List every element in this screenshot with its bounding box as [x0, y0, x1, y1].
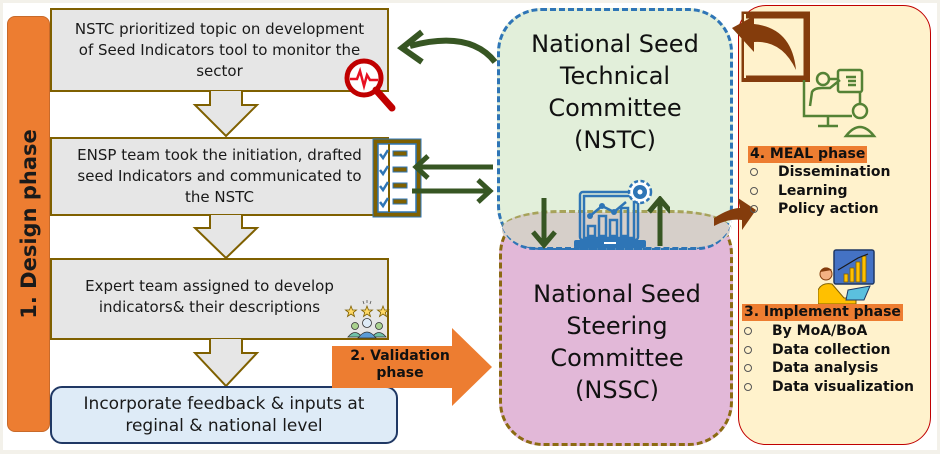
magnifier-pulse-icon: [344, 58, 396, 112]
committee-arrows: [396, 29, 498, 204]
implement-item: By MoA/BoA: [744, 322, 914, 341]
data-analyst-icon: [818, 249, 875, 304]
step-ensp-initiation: ENSP team took the initiation, drafted s…: [50, 137, 389, 216]
nstc-title-text: National Seed Technical Committee (NSTC): [531, 30, 699, 154]
meal-item-text: Policy action: [778, 201, 879, 217]
step-4-text: Incorporate feedback & inputs at reginal…: [83, 394, 365, 436]
implement-phase-label: 3. Implement phase: [742, 304, 903, 321]
nssc-title-text: National Seed Steering Committee (NSSC): [533, 280, 701, 404]
meal-item: Dissemination: [750, 163, 890, 182]
bullet-icon: [750, 205, 758, 214]
meal-phase-label: 4. MEAL phase: [748, 146, 868, 163]
validation-phase-label: 2. Validation phase: [350, 348, 450, 381]
implement-item: Data visualization: [744, 378, 914, 397]
bullet-icon: [744, 327, 752, 336]
down-arrow-1: [192, 90, 260, 138]
step-1-text: NSTC prioritized topic on development of…: [74, 19, 365, 80]
nstc-bottom-border: [500, 216, 732, 250]
nstc-title: National Seed Technical Committee (NSTC): [497, 28, 733, 156]
bullet-icon: [750, 168, 758, 177]
team-stars-icon: [344, 300, 390, 339]
implement-phase-list: By MoA/BoA Data collection Data analysis…: [744, 322, 914, 396]
validation-phase-arrow: [332, 328, 492, 406]
nssc-title: National Seed Steering Committee (NSSC): [499, 278, 735, 406]
step-3-text: Expert team assigned to develop indicato…: [85, 277, 334, 316]
meal-item: Learning: [750, 182, 890, 201]
implement-item: Data collection: [744, 341, 914, 360]
bullet-icon: [750, 186, 758, 195]
step-incorporate-feedback: Incorporate feedback & inputs at reginal…: [50, 386, 398, 444]
nstc-to-step1-arrowhead: [396, 29, 424, 65]
meal-phase-list: Dissemination Learning Policy action: [750, 163, 890, 219]
meal-item-text: Dissemination: [778, 164, 891, 180]
down-arrow-2: [192, 214, 260, 260]
meal-item: Policy action: [750, 200, 890, 219]
laptop-analytics-icon: [574, 179, 653, 248]
bullet-icon: [744, 382, 752, 391]
implement-item: Data analysis: [744, 359, 914, 378]
step-nstc-prioritized: NSTC prioritized topic on development of…: [50, 8, 389, 92]
bullet-icon: [744, 345, 752, 354]
checklist-icon: [372, 138, 422, 218]
implement-item-text: Data collection: [772, 341, 891, 358]
down-arrow-3: [192, 338, 260, 388]
step-2-text: ENSP team took the initiation, drafted s…: [77, 146, 362, 206]
meal-item-text: Learning: [778, 182, 848, 199]
implement-item-text: Data analysis: [772, 360, 879, 376]
design-phase-bar: 1. Design phase: [7, 16, 50, 432]
implement-item-text: By MoA/BoA: [772, 323, 868, 339]
implement-item-text: Data visualization: [772, 378, 915, 395]
presentation-monitor-icon: [802, 68, 877, 138]
meal-to-nstc-arrow: [732, 11, 810, 82]
design-phase-label: 1. Design phase: [16, 129, 41, 319]
nstc-nssc-arrows: [531, 196, 670, 249]
committee-to-implement-arrow: [714, 198, 756, 230]
step-expert-team: Expert team assigned to develop indicato…: [50, 258, 389, 340]
bullet-icon: [744, 364, 752, 373]
nstc-to-step1-arrow: [409, 37, 498, 64]
